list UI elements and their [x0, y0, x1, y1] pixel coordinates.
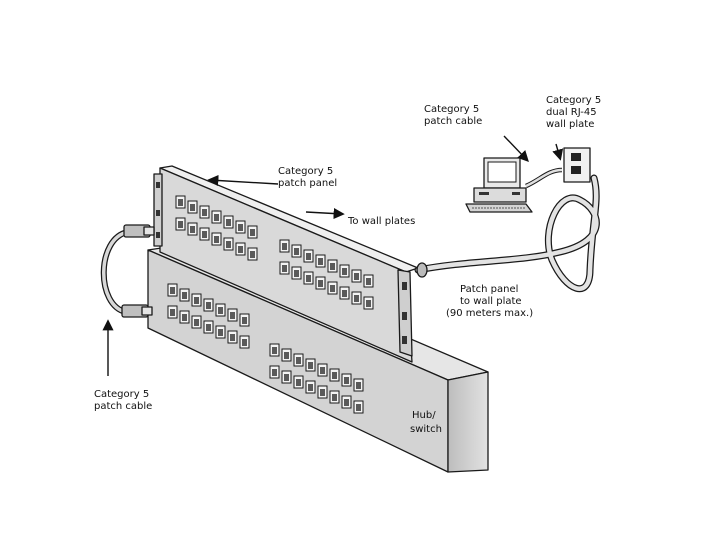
rj45-port	[215, 325, 226, 339]
label-line: wall plate	[546, 119, 594, 130]
patch-panel	[153, 165, 419, 363]
rj45-port	[187, 222, 198, 236]
label-line: Category 5	[424, 104, 479, 115]
rj45-port	[351, 269, 362, 283]
rj45-port	[279, 239, 290, 253]
rj45-port	[327, 259, 338, 273]
label-line: Category 5	[278, 166, 333, 177]
rj45-port	[239, 335, 250, 349]
rj45-port	[327, 281, 338, 295]
rj45-port	[305, 358, 316, 372]
label-line: switch	[410, 424, 442, 435]
label-wall-plate: Category 5 dual RJ-45 wall plate	[546, 95, 601, 130]
rj45-port	[281, 348, 292, 362]
rj45-port	[303, 249, 314, 263]
rj45-port	[187, 200, 198, 214]
rj45-port	[223, 215, 234, 229]
rj45-port	[329, 390, 340, 404]
label-line: Hub/	[412, 410, 436, 421]
rj45-port	[317, 385, 328, 399]
rj45-port	[203, 298, 214, 312]
patch-panel-left-ear	[153, 173, 163, 247]
rj45-port	[227, 308, 238, 322]
rj45-port	[279, 261, 290, 275]
rj45-port	[363, 296, 374, 310]
computer-icon	[465, 157, 563, 213]
rj45-port	[305, 380, 316, 394]
arrow-patch-cable-top	[503, 135, 529, 163]
label-line: Patch panel	[460, 284, 518, 295]
label-patch-panel: Category 5 patch panel	[278, 166, 337, 189]
rj45-port	[291, 244, 302, 258]
label-to-wall-plates: To wall plates	[347, 216, 415, 227]
rj45-port	[167, 305, 178, 319]
rj45-port	[317, 363, 328, 377]
rj45-port	[315, 276, 326, 290]
rj45-port	[235, 242, 246, 256]
label-run-length: Patch panel to wall plate (90 meters max…	[446, 284, 533, 319]
hub-port-array	[167, 283, 364, 414]
rj45-port	[199, 227, 210, 241]
arrow-patch-panel	[207, 174, 279, 187]
rj45-port	[239, 313, 250, 327]
rj45-port	[315, 254, 326, 268]
label-line: patch panel	[278, 178, 337, 189]
rj45-port	[227, 330, 238, 344]
rj45-port	[235, 220, 246, 234]
label-line: Category 5	[94, 389, 149, 400]
rj45-port	[211, 232, 222, 246]
rj45-port	[341, 373, 352, 387]
label-line: patch cable	[94, 401, 152, 412]
rj45-port	[303, 271, 314, 285]
rj45-port	[339, 286, 350, 300]
rj45-port	[353, 400, 364, 414]
arrow-wall-plate	[552, 143, 564, 161]
wall-plate-icon	[563, 147, 591, 183]
rj45-port	[329, 368, 340, 382]
rj45-port	[281, 370, 292, 384]
rj45-port	[353, 378, 364, 392]
label-hub-switch: Hub/ switch	[410, 410, 442, 435]
rj45-port	[341, 395, 352, 409]
rj45-port	[269, 343, 280, 357]
rj45-port	[293, 375, 304, 389]
rj45-connector-icon	[121, 304, 153, 318]
rj45-port	[351, 291, 362, 305]
rj45-port	[269, 365, 280, 379]
rj45-port	[211, 210, 222, 224]
label-line: dual RJ-45	[546, 107, 597, 118]
rj45-port	[175, 195, 186, 209]
rj45-port	[247, 225, 258, 239]
rj45-port	[179, 310, 190, 324]
rj45-port	[223, 237, 234, 251]
patch-panel-right-ear	[397, 269, 413, 357]
label-patch-cable-left: Category 5 patch cable	[94, 389, 152, 412]
patch-cable-loop	[100, 224, 155, 318]
rj45-port	[179, 288, 190, 302]
rj45-connector-icon	[123, 224, 155, 238]
rj45-port	[191, 293, 202, 307]
horizontal-cable-run	[414, 174, 600, 293]
label-line: to wall plate	[460, 296, 522, 307]
rj45-port	[247, 247, 258, 261]
rj45-port	[363, 274, 374, 288]
rj45-port	[203, 320, 214, 334]
rj45-port	[167, 283, 178, 297]
label-line: (90 meters max.)	[446, 308, 533, 319]
rj45-port	[293, 353, 304, 367]
label-line: patch cable	[424, 116, 482, 127]
rj45-port	[191, 315, 202, 329]
hub-end-face	[447, 371, 489, 473]
arrow-to-wall-plates	[305, 207, 345, 220]
patch-panel-port-array	[175, 195, 374, 310]
rj45-port	[215, 303, 226, 317]
rj45-port	[291, 266, 302, 280]
label-line: Category 5	[546, 95, 601, 106]
rj45-port	[199, 205, 210, 219]
label-patch-cable-top: Category 5 patch cable	[424, 104, 482, 127]
rj45-port	[175, 217, 186, 231]
rj45-port	[339, 264, 350, 278]
callout-arrows	[102, 135, 564, 376]
